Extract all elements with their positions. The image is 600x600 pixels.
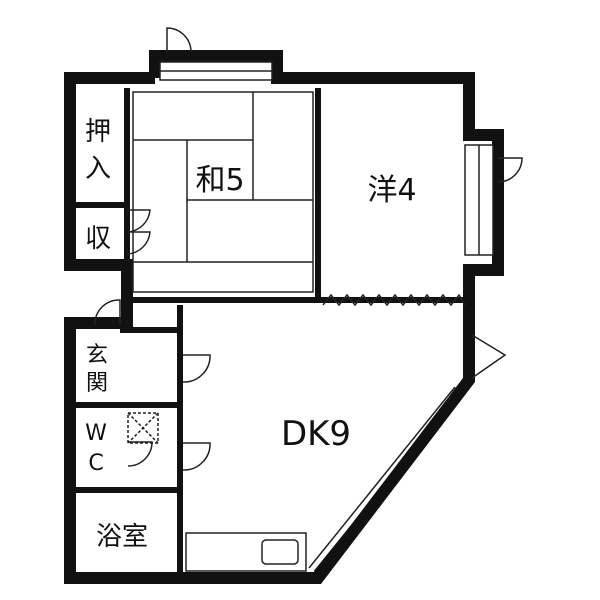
label-wc-2: C: [88, 451, 103, 476]
label-oshiire-1: 押: [85, 117, 111, 147]
sliding-divider: [322, 293, 466, 307]
wc-inner-door: [127, 441, 153, 467]
label-dk: DK9: [281, 414, 351, 454]
label-washitsu: 和5: [195, 163, 244, 198]
label-genkan-2: 関: [86, 371, 108, 396]
diagonal-wall: [313, 390, 465, 575]
interior-walls: [70, 88, 468, 578]
genkan-inner-door: [182, 354, 211, 383]
label-genkan-1: 玄: [86, 343, 108, 368]
genkan-door-swing: [94, 299, 121, 326]
entry-door-swing: [166, 27, 192, 53]
wc-fixture: [127, 412, 159, 444]
diagonal-window: [308, 386, 456, 569]
label-shuunou: 収: [85, 224, 111, 254]
closet-door-swing: [126, 209, 151, 233]
label-yokushitsu: 浴室: [96, 522, 148, 552]
detail-lines: [94, 27, 523, 575]
label-youshitsu: 洋4: [367, 173, 416, 208]
wc-door-swing: [182, 442, 211, 471]
room-labels: 和5 洋4 DK9 押 入 収 玄 関 W C 浴室: [85, 117, 417, 552]
label-wc-1: W: [85, 421, 107, 446]
wc-fixture-line: [127, 412, 159, 444]
east-door-swing: [497, 157, 523, 183]
outer-walls: [64, 50, 504, 584]
exterior-wall: [64, 50, 504, 584]
closet-door-swing: [126, 231, 151, 255]
bay-window: [471, 334, 507, 379]
label-oshiire-2: 入: [85, 154, 111, 184]
kitchen-counter: [185, 532, 307, 572]
washitsu-border: [132, 91, 314, 293]
sink: [261, 539, 299, 565]
